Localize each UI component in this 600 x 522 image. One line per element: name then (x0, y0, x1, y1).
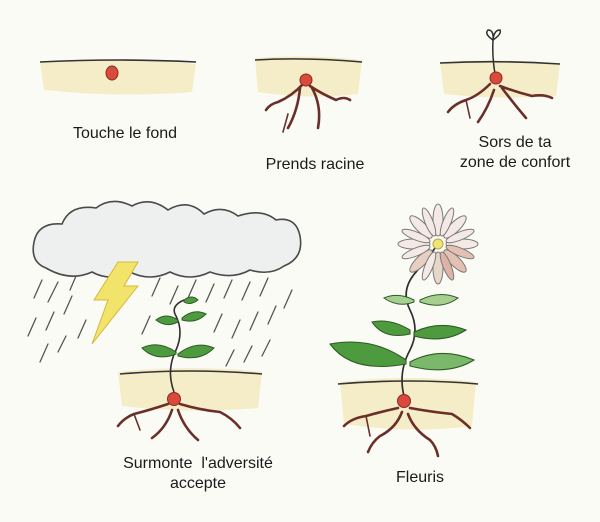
stage-take-root (254, 56, 363, 133)
leaf (141, 344, 177, 358)
leaf (419, 294, 459, 306)
sprout (486, 29, 502, 75)
roots (446, 82, 554, 124)
soil-patch (40, 59, 196, 95)
leaf (382, 294, 415, 305)
caption-leave-comfort-zone: Sors de ta zone de confort (440, 133, 590, 173)
caption-overcome-adversity: Surmonte l'adversité accepte (78, 454, 318, 494)
seed (167, 392, 181, 406)
soil-patch (118, 368, 262, 411)
leaf (371, 320, 411, 337)
leaf (183, 296, 199, 305)
rain-icon (27, 275, 293, 367)
stage-leave-comfort-zone (439, 29, 561, 124)
leaf (177, 344, 215, 359)
ground-line (39, 59, 197, 63)
caption-touch-bottom: Touche le fond (72, 125, 178, 142)
leaf (409, 352, 476, 371)
leaf (181, 311, 207, 322)
seed (397, 394, 411, 408)
stage-touch-bottom (39, 59, 197, 95)
leaf (413, 324, 468, 340)
caption-take-root: Prends racine (265, 156, 365, 173)
ground-line (337, 380, 479, 385)
ground-line (439, 60, 561, 65)
roots (116, 402, 242, 442)
seed (489, 71, 503, 85)
stage-bloom (329, 203, 479, 458)
seed (299, 73, 313, 87)
caption-line: Sors de ta (478, 134, 552, 151)
caption-line: Surmonte l'adversité (123, 455, 273, 472)
seed (105, 65, 119, 81)
caption-line: accepte (169, 475, 227, 492)
leaf (329, 341, 407, 367)
roots (264, 82, 352, 133)
ground-line (254, 58, 363, 63)
cloud-icon (32, 200, 302, 278)
stage-overcome-adversity (27, 200, 302, 442)
seedling (141, 296, 215, 393)
caption-line: zone de confort (459, 154, 571, 171)
caption-bloom: Fleuris (395, 469, 444, 486)
leaf (155, 315, 179, 326)
ground-line (119, 370, 263, 375)
roots (342, 406, 472, 458)
lightning-icon (91, 261, 140, 345)
flower-icon (397, 203, 479, 285)
